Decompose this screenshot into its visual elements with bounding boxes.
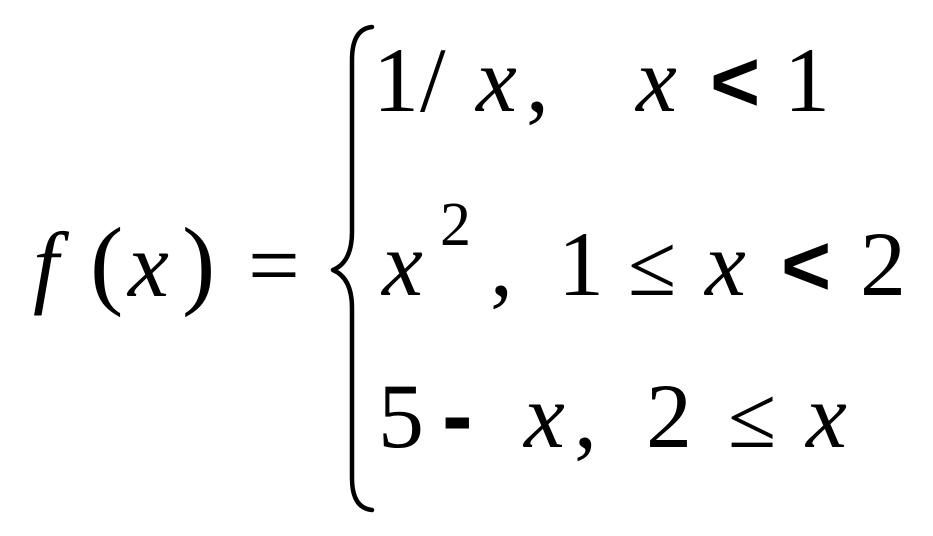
case1-numerator: 1 [373,29,419,131]
case1-less-than: < [710,34,760,130]
argument-variable: x [126,214,169,316]
function-name: f [33,214,70,316]
close-paren: ) [182,207,215,318]
case2-lower: 1 [558,213,604,315]
case2-base-variable: x [380,213,423,315]
case2-less-than: < [781,218,831,314]
case2-leq-sign: ≤ [628,218,676,315]
case3-minus: - [442,365,473,467]
case3-leq-sign: ≤ [728,370,776,467]
case1-cond-variable: x [634,29,677,131]
case1-bound: 1 [784,29,830,131]
case-row-1: 1 / x , x < 1 [373,29,830,131]
case1-variable: x [474,29,517,131]
case1-comma: , [526,29,549,131]
case2-cond-variable: x [703,213,746,315]
open-paren: ( [90,207,123,318]
case3-comma: , [574,365,597,467]
case-row-2: x 2 , 1 ≤ x < 2 [380,191,906,315]
case3-constant: 5 [378,365,424,467]
case1-slash: / [420,29,446,131]
case3-lower: 2 [646,365,692,467]
case2-comma: , [490,213,513,315]
case-row-3: 5 - x , 2 ≤ x [378,365,847,467]
equals-sign: = [248,214,300,316]
case2-exponent: 2 [440,191,471,259]
lhs: f ( x ) = [33,207,300,318]
case2-upper: 2 [860,213,906,315]
left-brace [330,24,375,513]
case3-variable: x [522,365,565,467]
case3-cond-variable: x [804,365,847,467]
